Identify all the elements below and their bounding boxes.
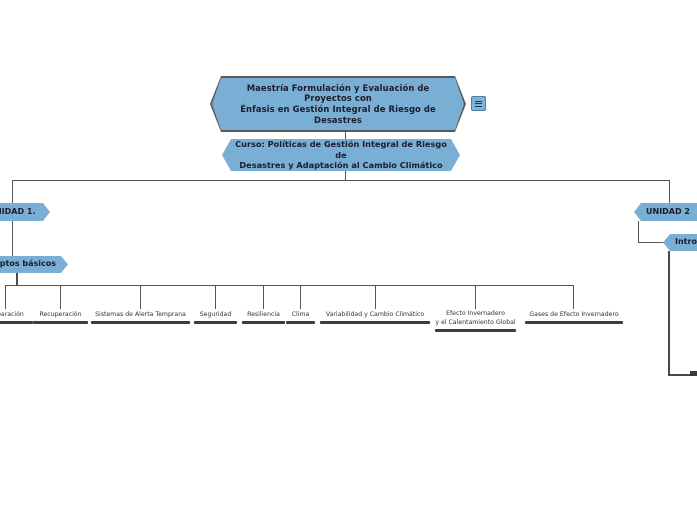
leaf-node-seguridad[interactable]: Seguridad [194, 306, 237, 324]
leaf-node-variabilidad-cambio-climatico-label: Variabilidad y Cambio Climático [325, 310, 425, 318]
child-node-introduccion[interactable]: Introducción [663, 234, 697, 251]
root-node[interactable]: Maestría Formulación y Evaluación de Pro… [212, 78, 464, 130]
course-node-label-line1: Curso: Políticas de Gestión Integral de … [235, 139, 447, 160]
connector-conceptos-drop [16, 273, 18, 285]
leaf-node-efecto-invernadero-line1: Efecto Invernadero [446, 310, 505, 318]
leaf-node-seguridad-label: Seguridad [199, 310, 232, 318]
leaf-node-sistemas-alerta-temprana-label: Sistemas de Alerta Temprana [95, 310, 186, 318]
leaf-node-variabilidad-cambio-climatico[interactable]: Variabilidad y Cambio Climático [320, 306, 430, 324]
connector-unit1-to-conceptos [12, 221, 13, 264]
menu-bar-3 [475, 105, 482, 107]
course-node-label-line2: Desastres y Adaptación al Cambio Climáti… [239, 160, 443, 171]
leaf-node-clima-bar [286, 321, 315, 324]
connector-leaf-drop-4 [215, 285, 216, 309]
leaf-node-recuperacion-bar [33, 321, 88, 324]
unit-node-unidad-1-label: UNIDAD 1. [1, 206, 36, 216]
connector-leaf-drop-5 [263, 285, 264, 309]
leaf-node-clima[interactable]: Clima [286, 306, 315, 324]
leaf-node-clima-label: Clima [291, 310, 310, 318]
connector-leaf-drop-7 [375, 285, 376, 309]
child-node-introduccion-label: Introducción [675, 237, 697, 247]
connector-units-bus [12, 180, 670, 181]
leaf-node-efecto-invernadero-bar [435, 329, 516, 332]
root-node-label-line2: Énfasis en Gestión Integral de Riesgo de… [240, 104, 436, 125]
connector-leaves-bus [5, 285, 573, 286]
connector-bus-to-unit2 [669, 180, 670, 208]
unit-node-unidad-1[interactable]: UNIDAD 1. [0, 203, 50, 221]
leaf-node-resiliencia-bar [242, 321, 285, 324]
leaf-node-seguridad-bar [194, 321, 237, 324]
unit-node-unidad-2-label: UNIDAD 2 [646, 206, 690, 216]
connector-course-drop [345, 171, 346, 181]
leaf-node-resiliencia-label: Resiliencia [247, 310, 280, 318]
leaf-node-recuperacion-label: Recuperación [39, 310, 82, 318]
connector-introduccion-elbow [668, 374, 690, 376]
connector-introduccion-drop [668, 251, 670, 375]
connector-introduccion-stub [690, 371, 697, 376]
leaf-node-efecto-invernadero-line2: y el Calentamiento Global [435, 318, 516, 326]
leaf-node-gases-efecto-invernadero[interactable]: Gases de Efecto Invernadero [525, 306, 623, 324]
connector-root-to-course [345, 131, 346, 140]
leaf-node-preparacion-label: Preparación [0, 310, 24, 318]
leaf-node-preparacion[interactable]: Preparación [0, 306, 33, 324]
connector-bus-to-unit1 [12, 180, 13, 208]
connector-leaf-drop-8 [475, 285, 476, 309]
leaf-node-sistemas-alerta-temprana-bar [91, 321, 190, 324]
leaf-node-gases-efecto-invernadero-label: Gases de Efecto Invernadero [529, 310, 619, 318]
course-node[interactable]: Curso: Políticas de Gestión Integral de … [222, 139, 460, 171]
connector-leaf-drop-3 [140, 285, 141, 309]
leaf-node-preparacion-bar [0, 321, 33, 324]
connector-unit2-drop [638, 221, 639, 242]
leaf-node-efecto-invernadero[interactable]: Efecto Invernadero y el Calentamiento Gl… [435, 306, 516, 332]
leaf-node-efecto-invernadero-label: Efecto Invernadero y el Calentamiento Gl… [435, 310, 515, 329]
leaf-node-gases-efecto-invernadero-bar [525, 321, 623, 324]
menu-bar-1 [475, 100, 482, 102]
leaf-node-recuperacion[interactable]: Recuperación [33, 306, 88, 324]
connector-leaf-drop-1 [5, 285, 6, 309]
leaf-node-variabilidad-cambio-climatico-bar [320, 321, 430, 324]
root-node-label-line1: Maestría Formulación y Evaluación de Pro… [246, 82, 430, 104]
leaf-node-resiliencia[interactable]: Resiliencia [242, 306, 285, 324]
connector-leaf-drop-2 [60, 285, 61, 309]
leaf-node-sistemas-alerta-temprana[interactable]: Sistemas de Alerta Temprana [91, 306, 190, 324]
connector-unit2-elbow [638, 242, 664, 243]
menu-bar-2 [475, 103, 482, 104]
connector-leaf-drop-6 [300, 285, 301, 309]
unit-node-unidad-2[interactable]: UNIDAD 2 [634, 203, 697, 221]
hamburger-menu-icon[interactable] [471, 96, 486, 111]
child-node-conceptos-basicos[interactable]: Conceptos básicos [0, 256, 68, 273]
child-node-conceptos-basicos-label: Conceptos básicos [0, 259, 56, 269]
connector-leaf-drop-9 [573, 285, 574, 309]
